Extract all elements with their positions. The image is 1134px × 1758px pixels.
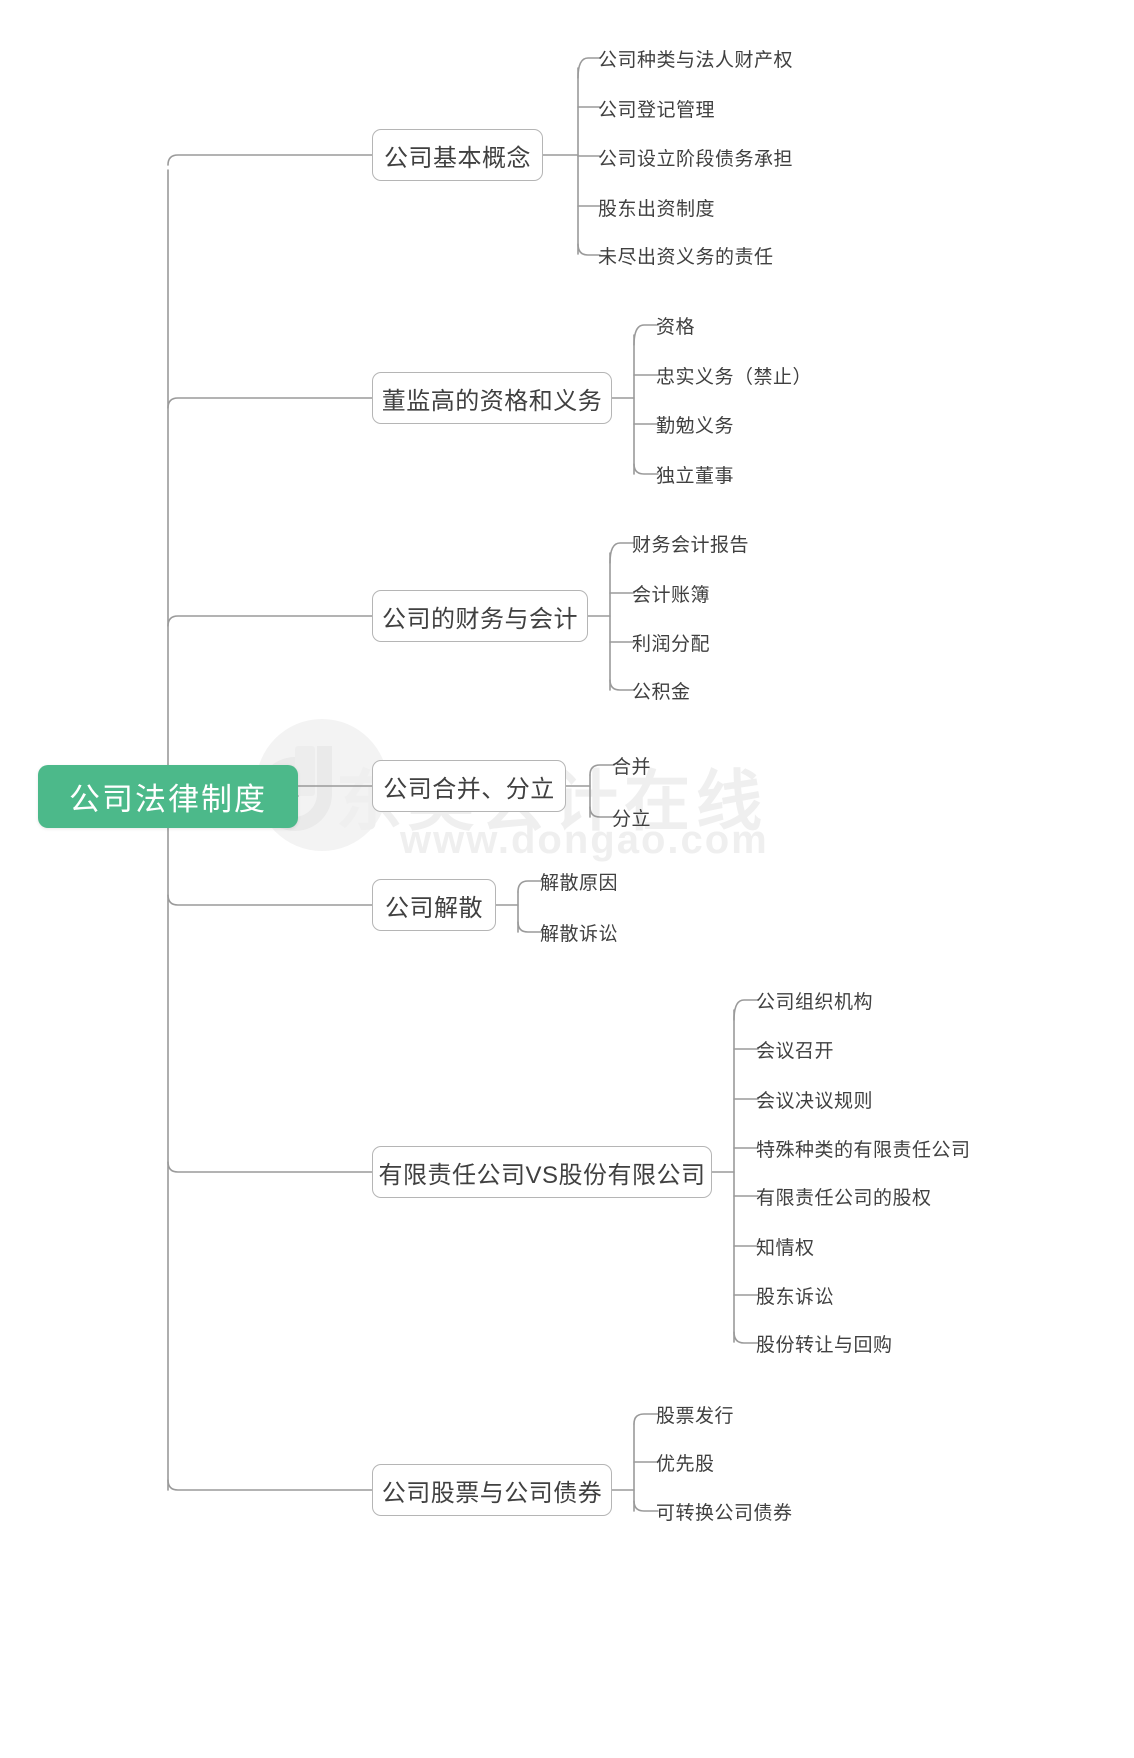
leaf-node-label: 股东诉讼 [756,1286,835,1308]
leaf-node[interactable]: 独立董事 [656,460,734,488]
branch-node-gongsijiesan[interactable]: 公司解散 [372,879,496,931]
leaf-node-label: 知情权 [756,1237,815,1259]
leaf-node[interactable]: 公司设立阶段债务承担 [598,143,793,171]
leaf-node[interactable]: 股票发行 [656,1400,734,1428]
leaf-node-label: 会议召开 [756,1040,835,1062]
branch-node-label: 公司基本概念 [384,144,531,172]
watermark-url: www.dongao.com [400,818,769,862]
leaf-node-label: 独立董事 [656,465,735,487]
leaf-node[interactable]: 勤勉义务 [656,410,734,438]
leaf-node-label: 解散原因 [540,872,619,894]
leaf-node[interactable]: 会计账簿 [632,579,710,607]
leaf-node-label: 有限责任公司的股权 [756,1187,932,1209]
leaf-node[interactable]: 可转换公司债券 [656,1497,793,1525]
leaf-node-label: 财务会计报告 [632,534,750,556]
root-node-label: 公司法律制度 [69,782,267,817]
leaf-node[interactable]: 分立 [612,803,651,831]
leaf-node[interactable]: 股份转让与回购 [756,1329,893,1357]
leaf-node-label: 公司种类与法人财产权 [598,49,794,71]
branch-node-youxianzerenvsgufen[interactable]: 有限责任公司VS股份有限公司 [372,1146,712,1198]
branch-node-label: 公司解散 [385,894,483,922]
leaf-node-label: 合并 [612,756,652,778]
leaf-node-label: 公司设立阶段债务承担 [598,148,794,170]
leaf-node-label: 未尽出资义务的责任 [598,246,774,268]
leaf-node-label: 会议决议规则 [756,1090,874,1112]
branch-node-label: 有限责任公司VS股份有限公司 [378,1161,706,1189]
leaf-node-label: 勤勉义务 [656,415,735,437]
leaf-node[interactable]: 特殊种类的有限责任公司 [756,1134,971,1162]
leaf-node[interactable]: 公司登记管理 [598,94,715,122]
leaf-node[interactable]: 利润分配 [632,628,710,656]
leaf-node[interactable]: 公司组织机构 [756,986,873,1014]
leaf-node[interactable]: 股东出资制度 [598,193,715,221]
leaf-node[interactable]: 公积金 [632,676,691,704]
branch-node-gupiaozhaiquan[interactable]: 公司股票与公司债券 [372,1464,612,1516]
leaf-node[interactable]: 公司种类与法人财产权 [598,44,793,72]
leaf-node-label: 股东出资制度 [598,198,716,220]
root-node[interactable]: 公司法律制度 [38,765,298,828]
leaf-node-label: 资格 [656,316,696,338]
leaf-node-label: 利润分配 [632,633,711,655]
leaf-node-label: 公积金 [632,681,691,703]
leaf-node[interactable]: 资格 [656,311,695,339]
leaf-node[interactable]: 知情权 [756,1232,815,1260]
leaf-node-label: 股票发行 [656,1405,735,1427]
leaf-node-label: 分立 [612,808,652,830]
leaf-node-label: 特殊种类的有限责任公司 [756,1139,971,1161]
branch-node-label: 公司的财务与会计 [382,605,578,633]
branch-node-dongjiangao[interactable]: 董监高的资格和义务 [372,372,612,424]
leaf-node-label: 可转换公司债券 [656,1502,793,1524]
leaf-node[interactable]: 忠实义务（禁止） [656,361,812,389]
leaf-node[interactable]: 会议召开 [756,1035,834,1063]
leaf-node-label: 公司组织机构 [756,991,874,1013]
leaf-node[interactable]: 有限责任公司的股权 [756,1182,932,1210]
branch-node-label: 董监高的资格和义务 [381,387,603,415]
branch-node-label: 公司合并、分立 [383,775,555,803]
leaf-node[interactable]: 解散原因 [540,867,618,895]
leaf-node-label: 公司登记管理 [598,99,716,121]
leaf-node[interactable]: 未尽出资义务的责任 [598,241,774,269]
leaf-node[interactable]: 解散诉讼 [540,918,618,946]
leaf-node-label: 优先股 [656,1453,715,1475]
leaf-node-label: 股份转让与回购 [756,1334,893,1356]
leaf-node-label: 会计账簿 [632,584,711,606]
branch-node-caiwuyukuaiji[interactable]: 公司的财务与会计 [372,590,588,642]
branch-node-hebingfenli[interactable]: 公司合并、分立 [372,760,566,812]
leaf-node[interactable]: 合并 [612,751,651,779]
branch-node-gongsijibengainian[interactable]: 公司基本概念 [372,129,543,181]
leaf-node-label: 忠实义务（禁止） [656,366,813,388]
leaf-node[interactable]: 会议决议规则 [756,1085,873,1113]
leaf-node[interactable]: 财务会计报告 [632,529,749,557]
branch-node-label: 公司股票与公司债券 [381,1479,603,1507]
leaf-node[interactable]: 优先股 [656,1448,715,1476]
leaf-node[interactable]: 股东诉讼 [756,1281,834,1309]
leaf-node-label: 解散诉讼 [540,923,619,945]
